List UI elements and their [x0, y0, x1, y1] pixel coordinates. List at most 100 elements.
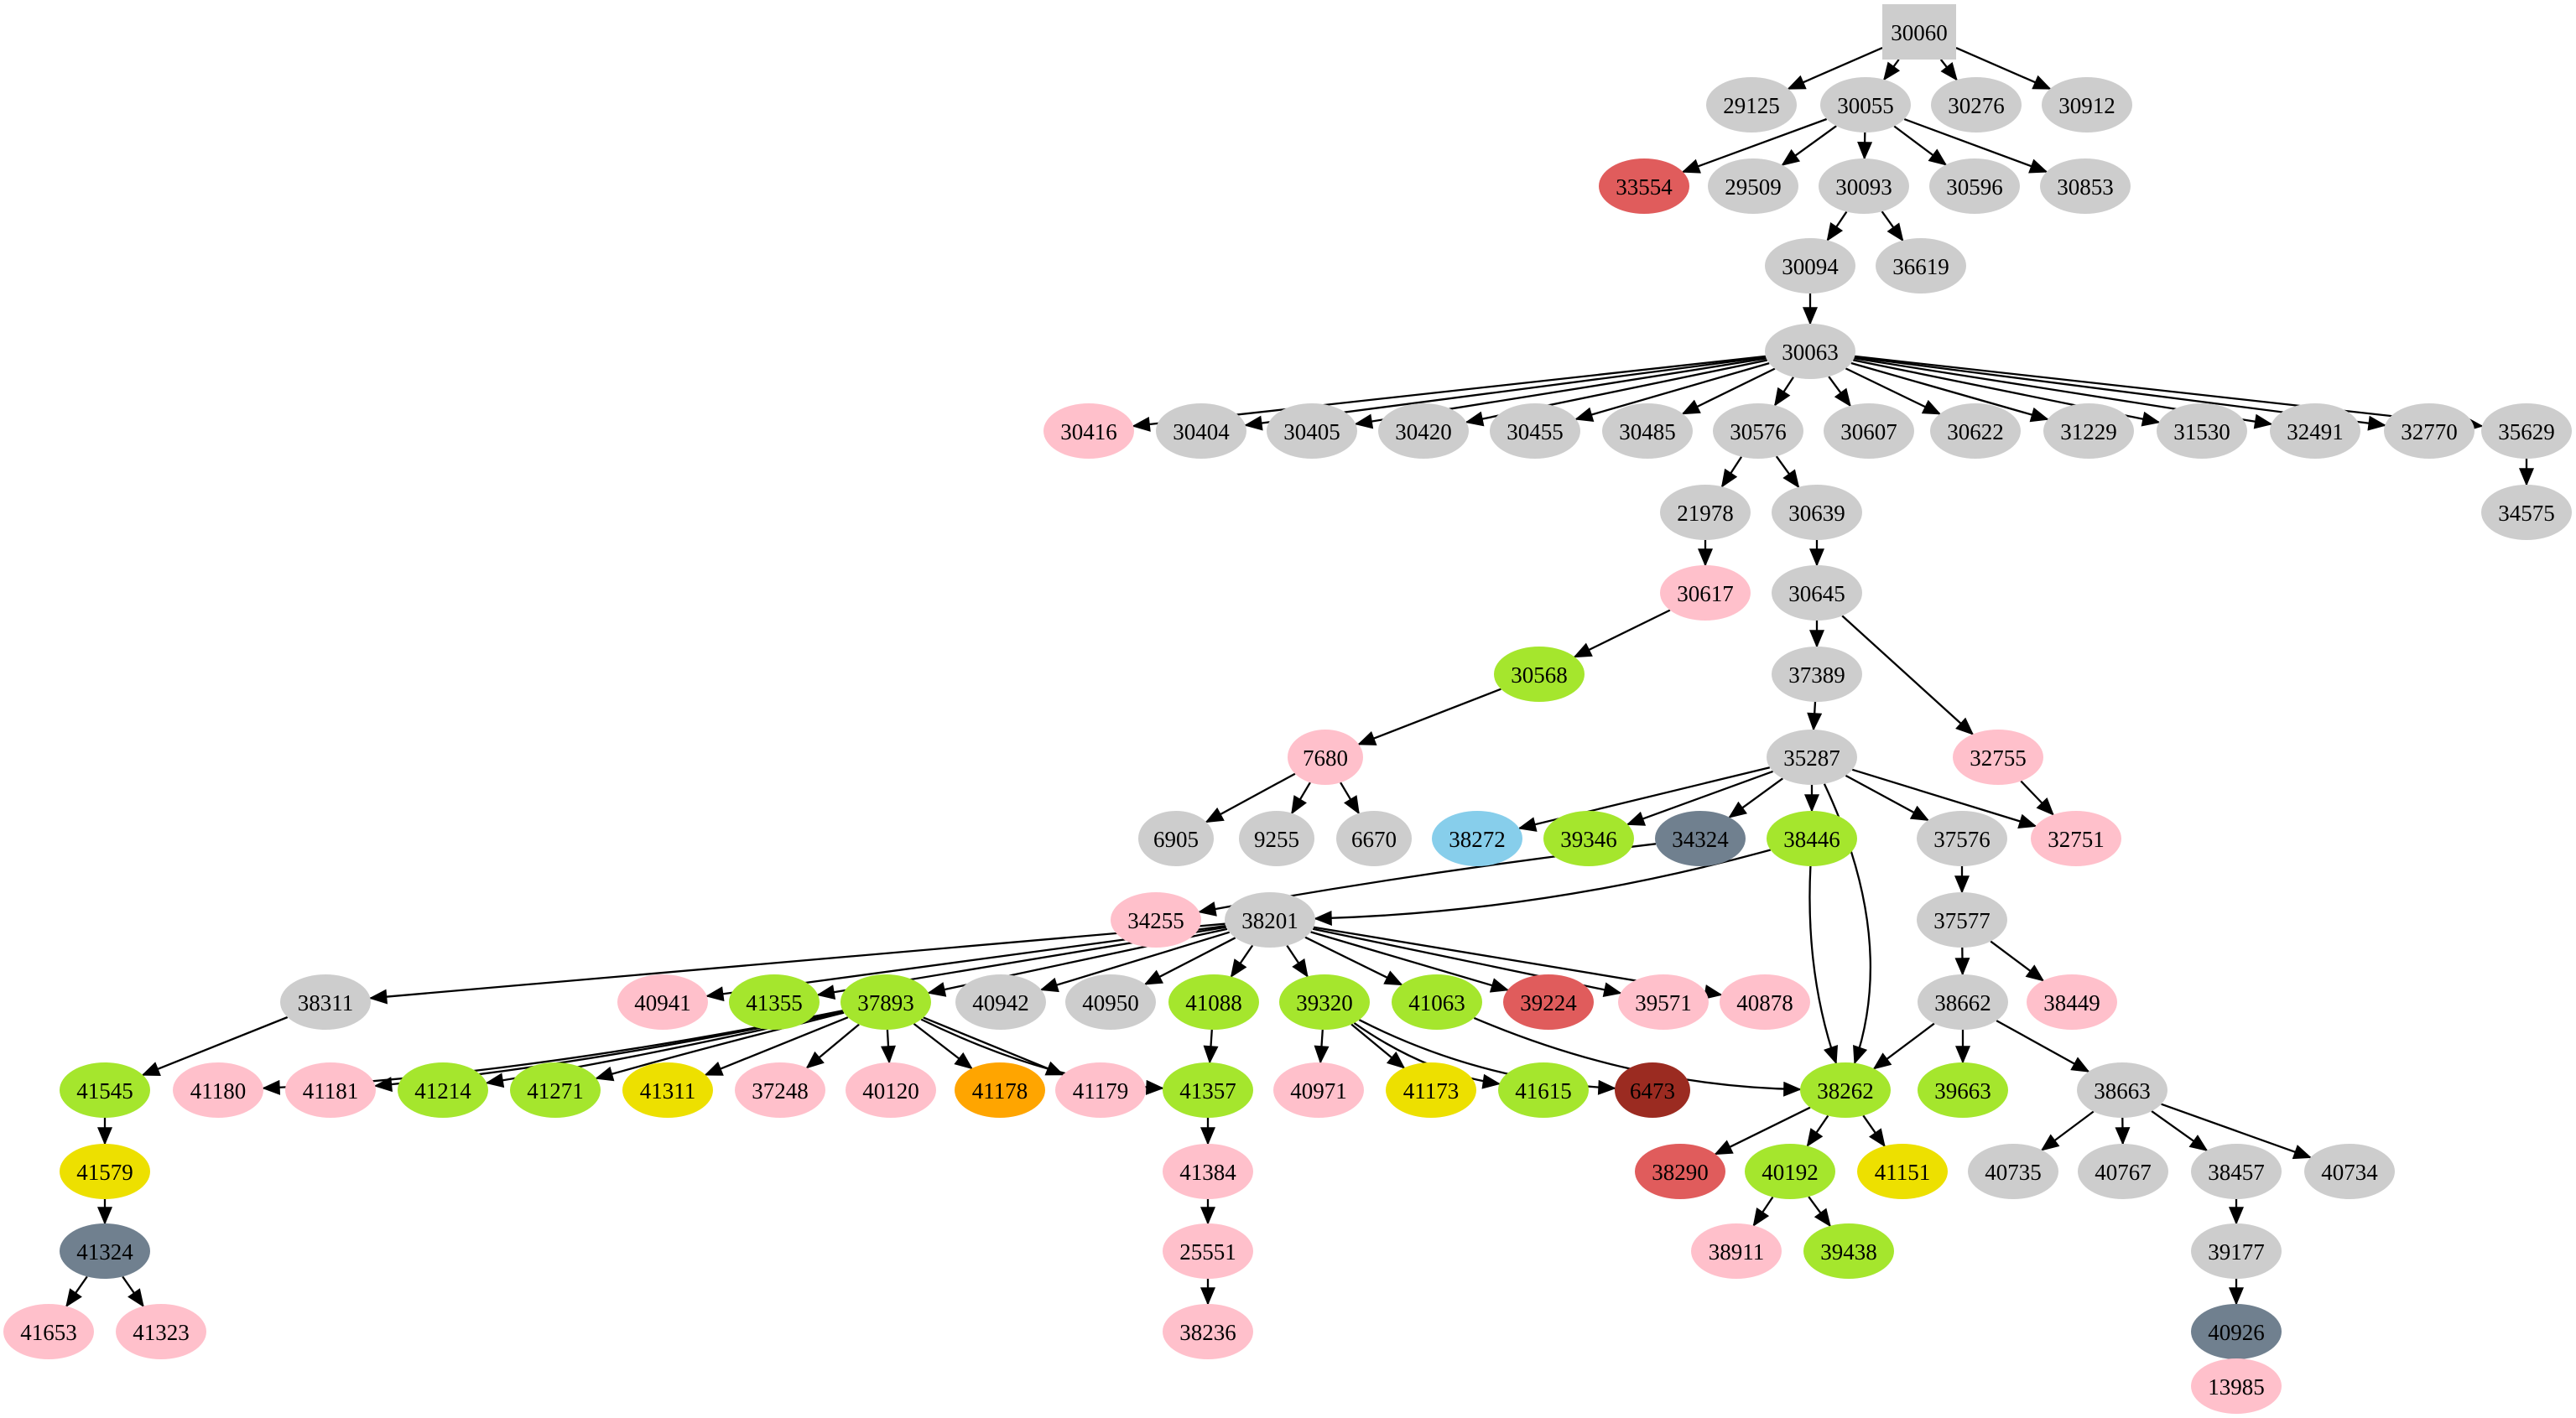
node-shape-30416: [1043, 403, 1134, 459]
node-34255: 34255: [1111, 892, 1201, 948]
node-38311: 38311: [280, 974, 371, 1030]
node-shape-30060: [1882, 4, 1956, 60]
node-shape-6670: [1336, 811, 1412, 866]
node-shape-41384: [1163, 1144, 1253, 1199]
node-shape-38662: [1918, 974, 2008, 1030]
edge-37893-40120: [880, 1029, 896, 1064]
node-32755: 32755: [1953, 730, 2043, 785]
edge-7680-9255: [1291, 782, 1311, 815]
node-35287: 35287: [1767, 730, 1857, 785]
node-shape-30420: [1378, 403, 1469, 459]
node-41179: 41179: [1055, 1062, 1146, 1118]
node-shape-38449: [2027, 974, 2117, 1030]
edge-30055-29509: [1781, 125, 1837, 166]
node-38663: 38663: [2077, 1062, 2167, 1118]
node-41271: 41271: [510, 1062, 601, 1118]
edge-37389-35287: [1807, 701, 1823, 731]
edge-7680-6670: [1340, 782, 1360, 815]
node-shape-38272: [1432, 811, 1522, 866]
edge-30576-30639: [1775, 455, 1800, 489]
node-shape-38290: [1635, 1144, 1725, 1199]
node-40942: 40942: [955, 974, 1046, 1030]
node-40971: 40971: [1273, 1062, 1364, 1118]
edge-30060-30912: [1955, 47, 2052, 90]
node-40120: 40120: [846, 1062, 936, 1118]
node-30404: 30404: [1156, 403, 1246, 459]
node-shape-37576: [1917, 811, 2007, 866]
node-41088: 41088: [1168, 974, 1259, 1030]
node-39571: 39571: [1618, 974, 1709, 1030]
node-shape-30276: [1931, 77, 2022, 132]
edge-32755-32751: [2020, 780, 2054, 816]
node-30420: 30420: [1378, 403, 1469, 459]
node-shape-30455: [1490, 403, 1580, 459]
edge-40192-39438: [1808, 1196, 1831, 1228]
node-30276: 30276: [1931, 77, 2022, 132]
node-38662: 38662: [1918, 974, 2008, 1030]
node-shape-33554: [1599, 158, 1689, 214]
node-shape-41151: [1857, 1144, 1948, 1199]
node-30622: 30622: [1930, 403, 2021, 459]
node-shape-41355: [729, 974, 820, 1030]
node-30405: 30405: [1267, 403, 1357, 459]
node-41181: 41181: [285, 1062, 376, 1118]
node-shape-41545: [60, 1062, 150, 1118]
node-9255: 9255: [1239, 811, 1314, 866]
node-6670: 6670: [1336, 811, 1412, 866]
node-shape-40735: [1968, 1144, 2058, 1199]
node-29509: 29509: [1708, 158, 1798, 214]
node-30576: 30576: [1713, 403, 1803, 459]
edge-35287-34324: [1728, 777, 1783, 818]
node-shape-30568: [1494, 647, 1585, 702]
node-39320: 39320: [1279, 974, 1370, 1030]
node-40734: 40734: [2304, 1144, 2395, 1199]
node-30645: 30645: [1772, 565, 1862, 621]
node-shape-38446: [1767, 811, 1857, 866]
node-41324: 41324: [60, 1223, 150, 1279]
node-38290: 38290: [1635, 1144, 1725, 1199]
edge-37893-41311: [704, 1016, 849, 1076]
edge-41324-41323: [122, 1275, 144, 1308]
node-30416: 30416: [1043, 403, 1134, 459]
edge-30055-33554: [1681, 117, 1828, 174]
node-shape-37248: [735, 1062, 825, 1118]
node-shape-40192: [1745, 1144, 1835, 1199]
node-34575: 34575: [2481, 485, 2572, 540]
node-41178: 41178: [955, 1062, 1045, 1118]
edge-38201-41063: [1304, 936, 1403, 986]
edge-38262-41151: [1862, 1114, 1886, 1148]
edge-30060-30055: [1883, 59, 1901, 81]
node-shape-30405: [1267, 403, 1357, 459]
node-shape-38201: [1225, 892, 1315, 948]
edge-38663-40734: [2161, 1103, 2313, 1160]
node-40950: 40950: [1065, 974, 1156, 1030]
edge-38663-40735: [2040, 1110, 2095, 1151]
node-shape-40926: [2191, 1304, 2282, 1359]
node-39438: 39438: [1803, 1223, 1894, 1279]
edge-37893-41179: [923, 1016, 1064, 1076]
node-30596: 30596: [1929, 158, 2020, 214]
node-6905: 6905: [1138, 811, 1214, 866]
edge-38201-40950: [1143, 937, 1236, 985]
node-shape-34575: [2481, 485, 2572, 540]
node-39663: 39663: [1918, 1062, 2008, 1118]
edge-30093-36619: [1881, 210, 1904, 242]
node-shape-30607: [1824, 403, 1914, 459]
node-40192: 40192: [1745, 1144, 1835, 1199]
node-35629: 35629: [2481, 403, 2572, 459]
edge-30063-31229: [1850, 361, 2049, 423]
node-shape-40942: [955, 974, 1046, 1030]
node-33554: 33554: [1599, 158, 1689, 214]
node-shape-29509: [1708, 158, 1798, 214]
node-37248: 37248: [735, 1062, 825, 1118]
node-41063: 41063: [1392, 974, 1482, 1030]
node-shape-13985: [2191, 1358, 2282, 1414]
node-shape-40950: [1065, 974, 1156, 1030]
node-41384: 41384: [1163, 1144, 1253, 1199]
node-41180: 41180: [173, 1062, 263, 1118]
node-41214: 41214: [398, 1062, 488, 1118]
node-shape-38457: [2191, 1144, 2282, 1199]
edge-30093-30094: [1826, 210, 1848, 242]
